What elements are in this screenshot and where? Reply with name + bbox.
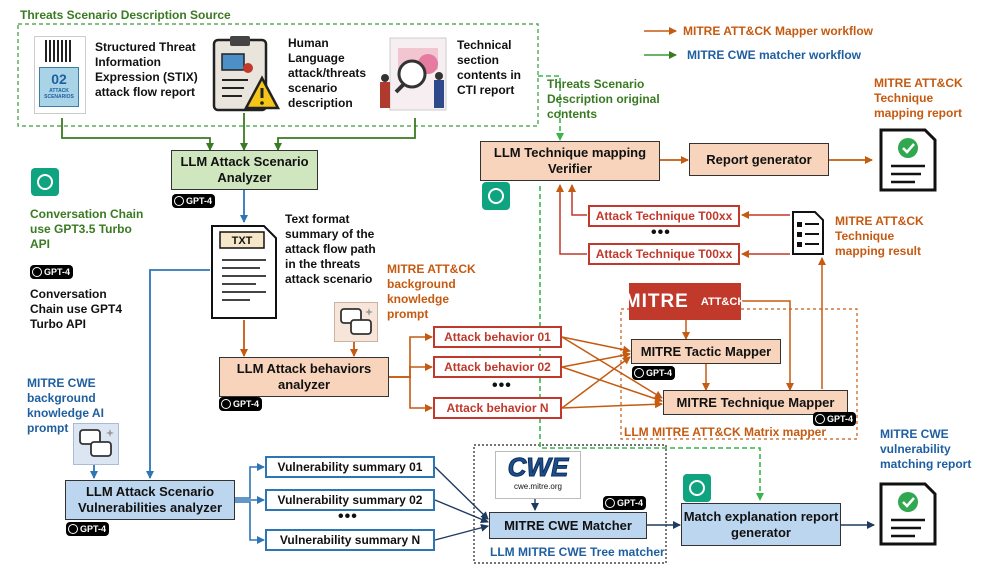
gpt35-logo-icon — [683, 474, 711, 502]
gpt4-badge-icon: GPT-4 — [172, 194, 216, 208]
gpt4-badge-icon: GPT-4 — [66, 522, 110, 536]
attack-report-icon — [877, 126, 939, 194]
gpt35-logo-icon — [31, 168, 59, 196]
cwe-logo: CWE cwe.mitre.org — [495, 451, 581, 499]
cwe-tree-matcher-label: LLM MITRE CWE Tree matcher — [490, 545, 665, 559]
technique-ellipsis: ••• — [651, 224, 671, 241]
attack-behavior-01: Attack behavior 01 — [433, 326, 562, 348]
gpt4-badge-icon: GPT-4 — [603, 496, 647, 510]
vulnerabilities-analyzer: LLM Attack Scenario Vulnerabilities anal… — [65, 480, 235, 520]
attack-report-label: MITRE ATT&CK Technique mapping report — [874, 76, 963, 120]
txt-icon-label: TXT — [231, 235, 253, 247]
checklist-icon — [791, 210, 825, 256]
stix-icon-caption: ATTACK SCENARIOS — [44, 88, 74, 100]
gpt4-badge-icon: GPT-4 — [632, 366, 676, 380]
technique-mapper: MITRE Technique Mapper — [663, 390, 848, 415]
legend-green-label: MITRE CWE matcher workflow — [687, 48, 862, 62]
report-generator: Report generator — [689, 143, 829, 176]
stix-report-icon: 02 ATTACK SCENARIOS — [34, 36, 86, 114]
txt-document-icon: TXT — [210, 224, 278, 320]
conversation-gpt4-label: Conversation Chain use GPT4 Turbo API — [30, 287, 123, 331]
vulnerability-summary-02: Vulnerability summary 02 — [265, 489, 435, 511]
txt-summary-label: Text format summary of the attack flow p… — [285, 212, 376, 286]
human-label: Human Language attack/threats scenario d… — [288, 36, 367, 110]
stix-label: Structured Threat Information Expression… — [95, 40, 198, 99]
attack-scenario-analyzer: LLM Attack Scenario Analyzer — [171, 150, 318, 190]
source-title: Threats Scenario Description Source — [20, 8, 231, 22]
attack-technique-2: Attack Technique T00xx — [588, 243, 740, 265]
cwe-prompt-label: MITRE CWE background knowledge AI prompt — [27, 376, 104, 435]
mitre-attack-logo: MITRE ATT&CK — [625, 283, 745, 320]
behavior-ellipsis: ••• — [492, 377, 512, 394]
attack-result-label: MITRE ATT&CK Technique mapping result — [835, 214, 924, 258]
attack-technique-1: Attack Technique T00xx — [588, 205, 740, 227]
attack-matrix-mapper-label: LLM MITRE ATT&CK Matrix mapper — [624, 425, 827, 439]
cti-report-icon — [378, 34, 452, 114]
chat-prompt-icon — [334, 302, 378, 342]
tactic-mapper: MITRE Tactic Mapper — [631, 339, 781, 364]
cwe-report-label: MITRE CWE vulnerability matching report — [880, 427, 972, 471]
chat-prompt-icon — [73, 423, 119, 465]
gpt4-badge-icon: GPT-4 — [219, 397, 263, 411]
vulnerability-ellipsis: ••• — [338, 508, 358, 525]
attack-behavior-02: Attack behavior 02 — [433, 356, 562, 378]
attack-behavior-n: Attack behavior N — [433, 397, 562, 419]
gpt35-logo-icon — [482, 182, 510, 210]
gpt4-badge-icon: GPT-4 — [30, 265, 74, 279]
cwe-matcher: MITRE CWE Matcher — [489, 512, 647, 539]
gpt4-badge-icon: GPT-4 — [813, 412, 857, 426]
attack-behaviors-analyzer: LLM Attack behaviors analyzer — [219, 357, 389, 397]
match-explanation-generator: Match explanation report generator — [681, 503, 841, 546]
clipboard-warning-icon — [208, 34, 281, 114]
technique-mapping-verifier: LLM Technique mapping Verifier — [480, 141, 660, 181]
cwe-report-icon — [877, 480, 939, 548]
legend-orange-label: MITRE ATT&CK Mapper workflow — [683, 24, 873, 38]
cti-label: Technical section contents in CTI report — [457, 38, 522, 97]
attack-prompt-label: MITRE ATT&CK background knowledge prompt — [387, 262, 476, 321]
conversation-gpt35-label: Conversation Chain use GPT3.5 Turbo API — [30, 207, 144, 251]
vulnerability-summary-01: Vulnerability summary 01 — [265, 456, 435, 478]
vulnerability-summary-n: Vulnerability summary N — [265, 529, 435, 551]
stix-icon-number: 02 — [51, 71, 67, 87]
original-contents-label: Threats Scenario Description original co… — [547, 77, 660, 121]
